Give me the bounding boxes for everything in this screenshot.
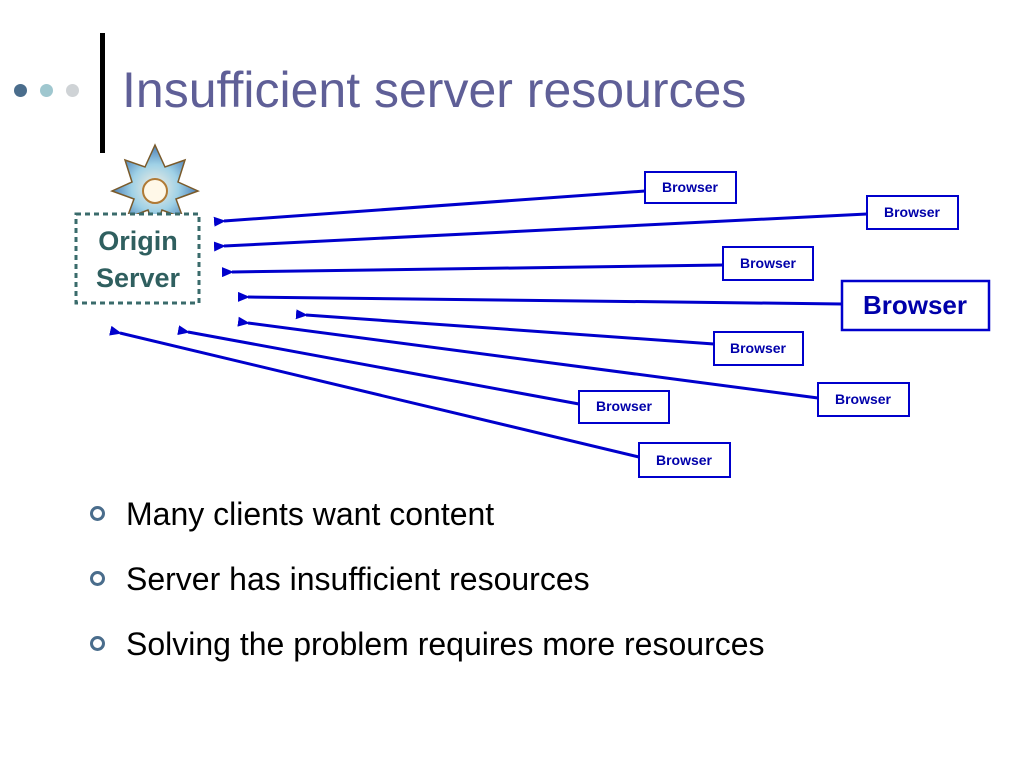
request-arrow-4 [237,291,843,306]
bullet-circle-icon [90,571,105,586]
origin-server-label-line1: Origin [98,226,178,256]
browser-label-8: Browser [656,452,713,468]
request-arrow-8 [109,325,640,459]
bullet-item-3: Solving the problem requires more resour… [86,622,986,687]
slide-title: Insufficient server resources [122,62,747,118]
browser-node-7: Browser [578,390,670,424]
title-dot-mid [40,84,53,97]
bullet-circle-icon [90,506,105,521]
browser-label-1: Browser [662,179,719,195]
browser-label-7: Browser [596,398,653,414]
bullet-text-2: Server has insufficient resources [126,561,590,597]
bullet-list: Many clients want content Server has ins… [86,492,986,687]
bullet-item-2: Server has insufficient resources [86,557,986,622]
server-starburst-icon [110,143,200,234]
browser-node-3: Browser [722,246,814,281]
request-arrow-1 [213,189,646,227]
browser-label-5: Browser [730,340,787,356]
browser-node-5: Browser [713,331,804,366]
client-server-diagram: Origin Server Browser Browser Browser Br… [74,143,991,478]
browser-node-6: Browser [817,382,910,417]
origin-server-label-line2: Server [96,263,181,293]
request-arrow-5 [295,309,715,346]
origin-server-box [74,212,201,305]
browser-node-4: Browser [840,279,991,332]
browser-node-1: Browser [644,171,737,204]
bullet-item-1: Many clients want content [86,492,986,557]
request-arrow-6 [237,316,819,400]
title-dot-light [66,84,79,97]
browser-label-3: Browser [740,255,797,271]
browser-label-6: Browser [835,391,892,407]
bullet-text-3: Solving the problem requires more resour… [126,626,765,662]
title-dot-dark [14,84,27,97]
browser-label-2: Browser [884,204,941,220]
browser-node-8: Browser [638,442,731,478]
title-divider [100,33,105,153]
request-arrow-2 [213,212,868,252]
request-arrows [109,189,868,459]
request-arrow-3 [221,263,724,278]
bullet-circle-icon [90,636,105,651]
browser-label-4: Browser [863,290,967,320]
browser-node-2: Browser [866,195,959,230]
request-arrow-7 [177,325,580,406]
bullet-text-1: Many clients want content [126,496,495,532]
title-dots [14,84,94,104]
